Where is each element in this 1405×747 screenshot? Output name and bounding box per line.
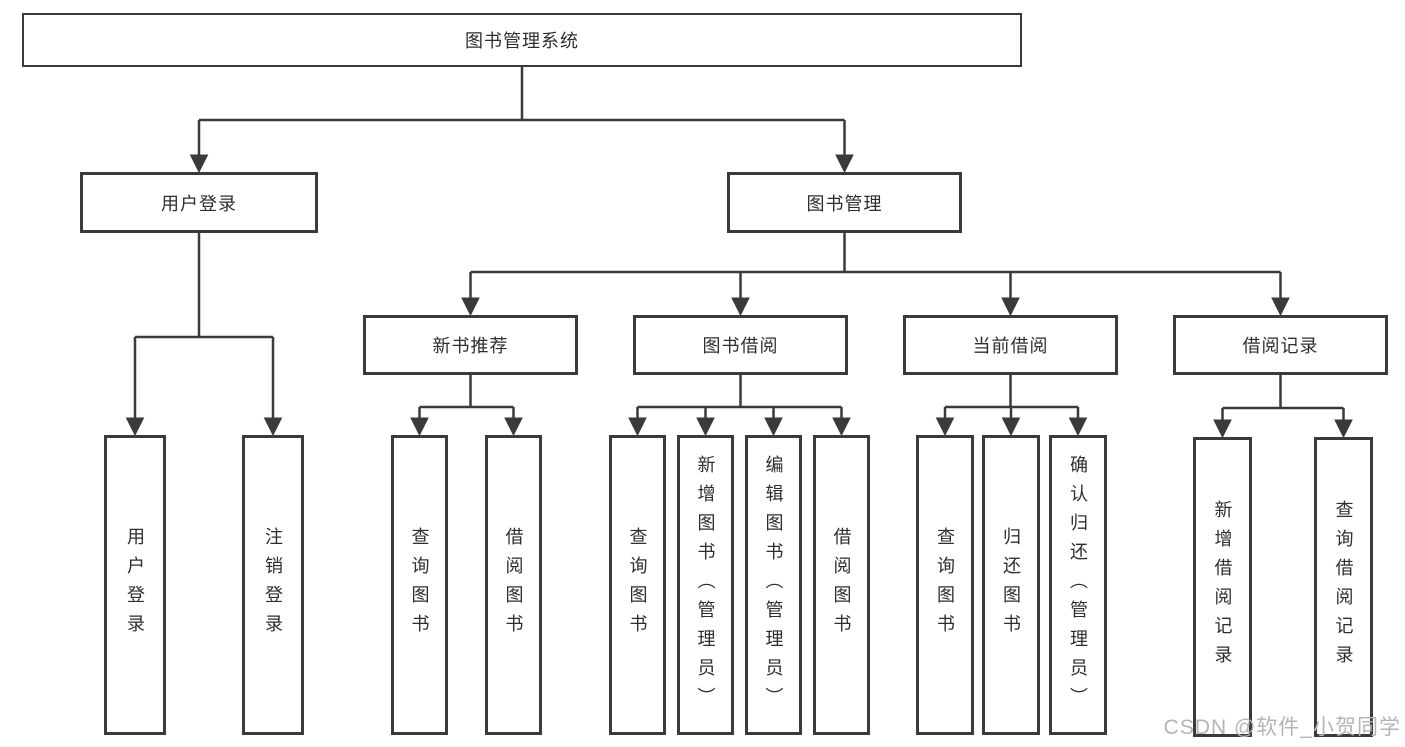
tree-edges [133,67,1345,421]
arrowhead-icon [410,417,429,437]
arrowheads [125,154,1353,439]
node-root-system: 图书管理系统 [22,13,1022,67]
leaf-bb-add-books-admin: 新增图书（管理员） [677,435,734,735]
leaf-cb-return-books: 归还图书 [982,435,1040,735]
leaf-br-query-record: 查询借阅记录 [1314,437,1373,737]
arrowhead-icon [835,154,854,174]
leaf-cb-query-books: 查询图书 [916,435,974,735]
arrowhead-icon [832,417,851,437]
arrowhead-icon [731,297,750,317]
node-label: 用户登录 [125,527,145,643]
watermark: CSDN @软件_小贺同学 [1163,716,1401,739]
node-label: 查询图书 [409,527,430,643]
arrowhead-icon [764,417,783,437]
node-label: 用户登录 [161,193,237,214]
edge-stems [133,120,1345,421]
node-label: 图书借阅 [702,336,779,356]
arrowhead-icon [696,417,715,437]
node-label: 图书管理系统 [465,31,579,51]
arrowhead-icon [504,417,523,437]
arrowhead-icon [935,417,955,437]
node-label: 新书推荐 [432,336,509,356]
node-book-management: 图书管理 [727,172,962,233]
node-borrowing-records: 借阅记录 [1173,315,1388,375]
node-label: 归还图书 [1001,527,1021,643]
edge-bars [135,67,1344,410]
node-label: 图书管理 [806,193,883,214]
arrowhead-icon [628,417,647,437]
arrowhead-icon [125,417,145,437]
node-label: 编辑图书（管理员） [763,454,784,716]
leaf-user-login: 用户登录 [104,435,166,735]
leaf-nbr-borrow-books: 借阅图书 [485,435,542,735]
node-label: 查询图书 [935,527,955,643]
node-label: 注销登录 [263,527,283,643]
arrowhead-icon [1068,417,1088,437]
node-label: 确认归还（管理员） [1068,454,1088,716]
leaf-logout: 注销登录 [242,435,304,735]
node-label: 查询图书 [627,527,648,643]
arrowhead-icon [263,417,283,437]
leaf-br-add-record: 新增借阅记录 [1193,437,1252,737]
arrowhead-icon [1334,419,1353,439]
arrowhead-icon [1001,417,1021,437]
leaf-bb-query-books: 查询图书 [609,435,666,735]
node-label: 借阅图书 [831,527,852,643]
leaf-nbr-query-books: 查询图书 [391,435,448,735]
node-new-book-recommend: 新书推荐 [363,315,578,375]
node-label: 新增图书（管理员） [695,454,716,716]
arrowhead-icon [189,154,209,174]
node-current-borrowing: 当前借阅 [903,315,1118,375]
node-user-login-branch: 用户登录 [80,172,318,233]
node-book-borrowing: 图书借阅 [633,315,848,375]
node-label: 查询借阅记录 [1333,500,1354,674]
leaf-cb-confirm-return-admin: 确认归还（管理员） [1049,435,1107,735]
node-label: 借阅图书 [503,527,524,643]
leaf-bb-edit-books-admin: 编辑图书（管理员） [745,435,802,735]
arrowhead-icon [1213,419,1232,439]
node-label: 当前借阅 [972,336,1049,356]
arrowhead-icon [1271,297,1290,317]
leaf-bb-borrow-books: 借阅图书 [813,435,870,735]
node-label: 新增借阅记录 [1212,500,1233,674]
arrowhead-icon [1001,297,1020,317]
node-label: 借阅记录 [1242,336,1319,356]
arrowhead-icon [461,297,480,317]
